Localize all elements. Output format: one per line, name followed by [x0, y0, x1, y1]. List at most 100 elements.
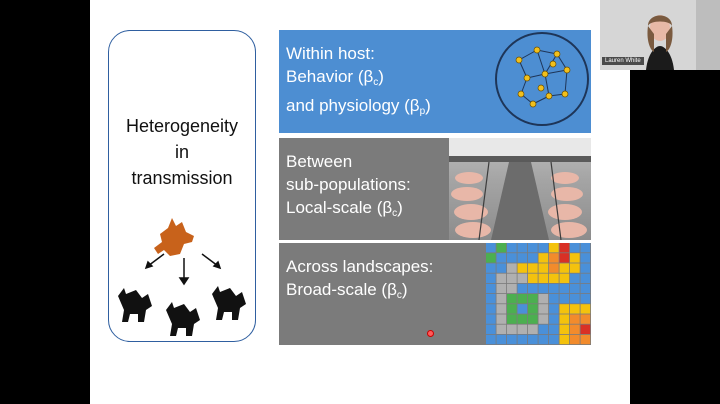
- fox-silhouette-left: [118, 288, 152, 322]
- grid-cell: [496, 243, 507, 253]
- grid-cell: [496, 273, 507, 283]
- grid-cell: [496, 294, 507, 304]
- grid-cell: [559, 243, 570, 253]
- grid-cell: [570, 334, 580, 345]
- panel-2-line-3: Local-scale (βc): [286, 198, 403, 219]
- grid-cell: [528, 334, 538, 345]
- grid-cell: [538, 273, 549, 283]
- grid-cell: [496, 314, 507, 324]
- panel-between-text: Between sub-populations: Local-scale (βc…: [286, 150, 411, 225]
- grid-cell: [559, 273, 570, 283]
- presenter-name-tag: Lauren White: [602, 57, 644, 65]
- grid-cell: [580, 314, 591, 324]
- grid-cell: [580, 243, 591, 253]
- grid-cell: [549, 324, 559, 334]
- grid-cell: [580, 253, 591, 263]
- grid-cell: [517, 294, 528, 304]
- grid-cell: [528, 314, 538, 324]
- grid-cell: [570, 243, 580, 253]
- grid-cell: [507, 263, 517, 273]
- grid-cell: [559, 304, 570, 314]
- grid-cell: [528, 324, 538, 334]
- grid-cell: [549, 294, 559, 304]
- panel-3-line-1: Across landscapes:: [286, 257, 434, 276]
- grid-cell: [496, 334, 507, 345]
- grid-cell: [507, 314, 517, 324]
- grid-cell: [559, 263, 570, 273]
- grid-cell: [538, 294, 549, 304]
- grid-cell: [528, 243, 538, 253]
- grid-cell: [538, 283, 549, 294]
- presenter-video: Lauren White: [600, 0, 720, 70]
- panel-1-line-2-sub: c: [373, 77, 379, 88]
- grid-cell: [549, 334, 559, 345]
- panel-3-line-2-sub: c: [396, 290, 402, 301]
- grid-cell: [570, 304, 580, 314]
- grid-cell: [528, 294, 538, 304]
- grid-cell: [538, 253, 549, 263]
- card-title-line-2: in: [174, 142, 189, 162]
- grid-cell: [517, 334, 528, 345]
- grid-cell: [570, 314, 580, 324]
- grid-cell: [517, 263, 528, 273]
- panel-2-line-1: Between: [286, 152, 353, 171]
- panel-within-host: Within host: Behavior (βc) and physiolog…: [279, 30, 591, 133]
- card-title-line-3: transmission: [131, 168, 233, 188]
- grid-cell: [549, 263, 559, 273]
- grid-cell: [538, 304, 549, 314]
- panel-3-line-2: Broad-scale (βc): [286, 280, 408, 301]
- panel-1-line-3-sub: p: [419, 106, 426, 117]
- grid-cell: [496, 304, 507, 314]
- grid-cell: [570, 273, 580, 283]
- fox-icon: [154, 218, 194, 256]
- grid-cell: [549, 273, 559, 283]
- grid-cell: [486, 243, 496, 253]
- grid-cell: [570, 253, 580, 263]
- network-icon: [495, 32, 589, 126]
- grid-cell: [559, 334, 570, 345]
- fox-transmission-diagram: [118, 218, 246, 336]
- panel-between-subpops: Between sub-populations: Local-scale (βc…: [279, 138, 591, 240]
- panel-2-line-3-sub: c: [392, 208, 398, 219]
- grid-cell: [528, 304, 538, 314]
- grid-cell: [517, 314, 528, 324]
- heat-grid-map: [486, 243, 591, 345]
- grid-cell: [517, 304, 528, 314]
- grid-cell: [580, 263, 591, 273]
- grid-cell: [507, 304, 517, 314]
- grid-cell: [496, 253, 507, 263]
- grid-cell: [538, 324, 549, 334]
- pig-barn-image: [449, 138, 591, 240]
- grid-cell: [580, 324, 591, 334]
- grid-cell: [507, 243, 517, 253]
- grid-cell: [507, 253, 517, 263]
- grid-cell: [580, 304, 591, 314]
- grid-cell: [528, 273, 538, 283]
- grid-cell: [538, 314, 549, 324]
- panel-2-line-2: sub-populations:: [286, 175, 411, 194]
- panel-within-host-text: Within host: Behavior (βc) and physiolog…: [286, 42, 431, 123]
- grid-cell: [559, 283, 570, 294]
- grid-cell: [580, 283, 591, 294]
- grid-cell: [538, 334, 549, 345]
- panel-across-landscapes: Across landscapes: Broad-scale (βc): [279, 243, 591, 345]
- fox-silhouette-middle: [166, 302, 200, 336]
- card-title: Heterogeneity in transmission: [109, 113, 255, 191]
- laser-pointer-dot: [427, 330, 434, 337]
- grid-cell: [486, 263, 496, 273]
- grid-cell: [549, 243, 559, 253]
- grid-cell: [549, 314, 559, 324]
- grid-cell: [549, 304, 559, 314]
- grid-cell: [559, 253, 570, 263]
- grid-cell: [570, 283, 580, 294]
- grid-cell: [507, 273, 517, 283]
- grid-cell: [559, 324, 570, 334]
- panel-1-line-1: Within host:: [286, 44, 375, 63]
- grid-cell: [528, 283, 538, 294]
- grid-cell: [486, 304, 496, 314]
- grid-cell: [486, 283, 496, 294]
- grid-cell: [486, 334, 496, 345]
- grid-cell: [507, 294, 517, 304]
- grid-cell: [507, 324, 517, 334]
- arrows-icon: [144, 253, 222, 286]
